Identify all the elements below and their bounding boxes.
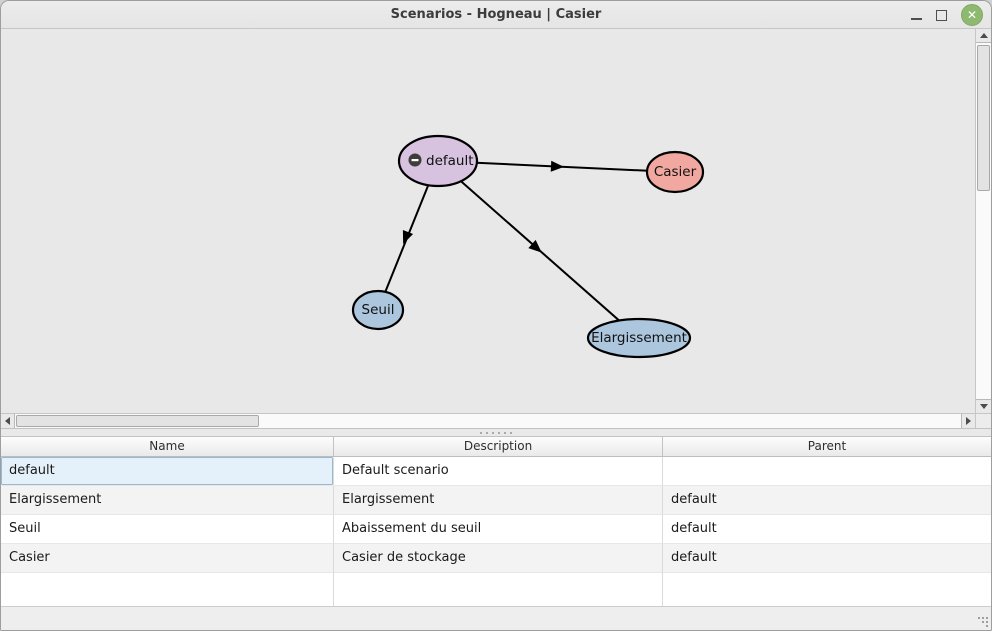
pane-splitter[interactable] (1, 428, 991, 437)
scenario-table: Name Description Parent default Default … (1, 437, 991, 606)
collapse-minus-icon[interactable] (408, 153, 422, 167)
node-label: Casier (654, 164, 697, 180)
cell-description[interactable]: Casier de stockage (334, 544, 663, 573)
cell-parent[interactable]: default (663, 544, 991, 573)
scroll-left-icon[interactable] (1, 414, 15, 428)
scenario-graph: default Casier Seuil Elargissement (351, 134, 705, 359)
graph-node-default[interactable]: default (397, 134, 479, 188)
table-row[interactable]: Casier Casier de stockage default (1, 544, 991, 573)
arrowhead-icon (402, 229, 414, 245)
table-row[interactable]: Seuil Abaissement du seuil default (1, 515, 991, 544)
horizontal-scrollbar-thumb[interactable] (16, 415, 259, 427)
table-header: Name Description Parent (1, 437, 991, 457)
graph-node-casier[interactable]: Casier (645, 150, 705, 194)
window-controls: ✕ (911, 1, 983, 29)
titlebar: Scenarios - Hogneau | Casier ✕ (1, 1, 991, 29)
scroll-right-icon[interactable] (961, 414, 975, 428)
cell-description[interactable]: Elargissement (334, 486, 663, 515)
minimize-icon[interactable] (911, 10, 922, 21)
status-bar (1, 606, 991, 630)
window-title: Scenarios - Hogneau | Casier (390, 7, 602, 22)
cell-parent[interactable]: default (663, 515, 991, 544)
table-empty-area (1, 573, 991, 606)
cell-description[interactable]: Abaissement du seuil (334, 515, 663, 544)
node-label: Seuil (362, 302, 395, 318)
scenario-graph-pane: default Casier Seuil Elargissement (1, 29, 991, 428)
scenario-graph-canvas[interactable]: default Casier Seuil Elargissement (1, 29, 975, 413)
cell-parent[interactable] (663, 457, 991, 486)
vertical-scrollbar-thumb[interactable] (977, 45, 990, 191)
edge-arrowheads (402, 160, 564, 253)
cell-parent[interactable]: default (663, 486, 991, 515)
cell-name-elargissement[interactable]: Elargissement (1, 486, 334, 515)
graph-node-elargissement[interactable]: Elargissement (586, 317, 692, 359)
cell-name-casier[interactable]: Casier (1, 544, 334, 573)
maximize-icon[interactable] (936, 9, 947, 21)
vertical-scrollbar[interactable] (975, 29, 991, 413)
table-row[interactable]: default Default scenario (1, 457, 991, 486)
graph-edges (377, 160, 676, 339)
cell-name-seuil[interactable]: Seuil (1, 515, 334, 544)
node-label: default (426, 153, 474, 169)
arrowhead-icon (528, 239, 542, 253)
close-icon[interactable]: ✕ (961, 4, 983, 26)
resize-grip-icon[interactable] (974, 613, 988, 627)
column-header-name[interactable]: Name (1, 437, 334, 456)
table-row[interactable]: Elargissement Elargissement default (1, 486, 991, 515)
cell-name-default[interactable]: default (1, 457, 334, 486)
column-header-description[interactable]: Description (334, 437, 663, 456)
scroll-up-icon[interactable] (976, 29, 991, 43)
horizontal-scrollbar[interactable] (1, 413, 975, 428)
scroll-down-icon[interactable] (976, 399, 991, 413)
scrollbar-corner (975, 413, 991, 428)
graph-node-seuil[interactable]: Seuil (351, 289, 405, 331)
cell-description[interactable]: Default scenario (334, 457, 663, 486)
column-header-parent[interactable]: Parent (807, 439, 847, 453)
node-label: Elargissement (591, 330, 687, 346)
arrowhead-icon (550, 160, 564, 172)
